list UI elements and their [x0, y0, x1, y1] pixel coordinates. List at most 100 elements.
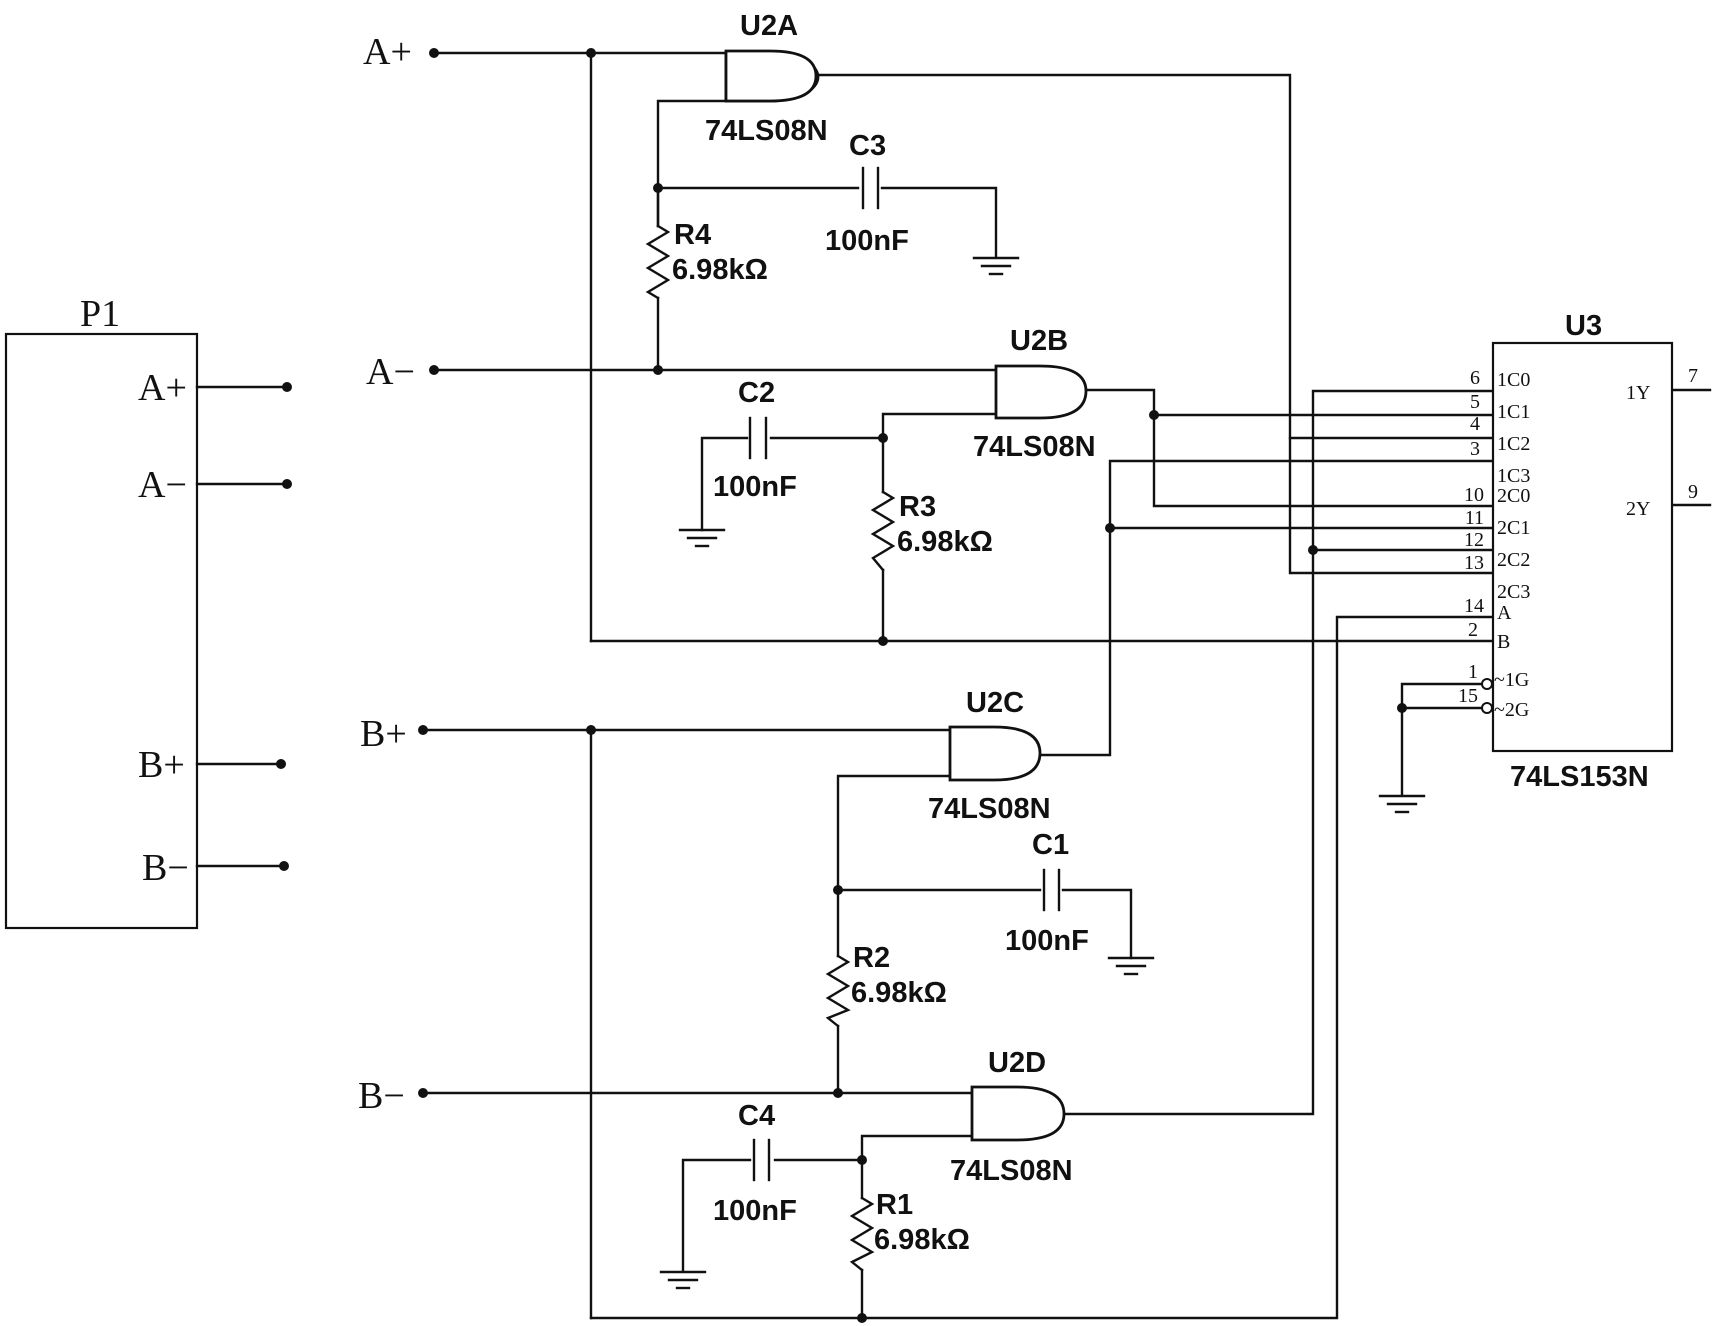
junction-dot — [653, 183, 663, 193]
junction-dot — [878, 636, 888, 646]
capacitor-value: 100nF — [1005, 925, 1089, 957]
mux-pin-name: 1C1 — [1497, 401, 1530, 423]
capacitor-ref: C2 — [738, 377, 775, 409]
ground-icon — [680, 530, 724, 546]
gate-ref: U2B — [1010, 325, 1068, 357]
ground-icon — [1109, 958, 1153, 974]
junction-dot — [653, 365, 663, 375]
mux-pin-name: 2C3 — [1497, 581, 1530, 603]
connector-pin-label: B− — [142, 847, 189, 889]
mux-pin-number: 13 — [1464, 552, 1484, 574]
mux-pin-name: 2C2 — [1497, 549, 1530, 571]
capacitor-ref: C3 — [849, 130, 886, 162]
mux-pin-name: 2C0 — [1497, 485, 1530, 507]
mux-pin-name: 1C0 — [1497, 369, 1530, 391]
mux-pin-name: 1C3 — [1497, 465, 1530, 487]
input-label-a-minus: A− — [366, 351, 415, 393]
mux-pin-number: 2 — [1468, 619, 1478, 641]
mux-pin-number: 6 — [1470, 367, 1480, 389]
connector-pin-label: B+ — [138, 744, 185, 786]
junction-dot — [833, 1088, 843, 1098]
capacitor-c4: C4 100nF — [713, 1100, 797, 1227]
mux-pin-number: 1 — [1468, 661, 1478, 683]
junction-dot — [833, 885, 843, 895]
mux-pin-number: 15 — [1458, 685, 1478, 707]
junction-dot — [586, 48, 596, 58]
connector-p1-label: P1 — [80, 293, 120, 335]
capacitor-ref: C4 — [738, 1100, 775, 1132]
resistor-r2: R2 6.98kΩ — [828, 942, 947, 1026]
capacitor-value: 100nF — [713, 471, 797, 503]
connector-pin-label: A− — [138, 464, 187, 506]
mux-pin-name: ~2G — [1494, 699, 1529, 721]
capacitor-c3: C3 100nF — [825, 130, 909, 257]
junction-dot — [857, 1155, 867, 1165]
connector-pin-terminal — [279, 861, 289, 871]
junction-dot — [1397, 703, 1407, 713]
resistor-r1: R1 6.98kΩ — [852, 1189, 970, 1270]
connector-pin-terminal — [276, 759, 286, 769]
connector-pin-terminal — [282, 479, 292, 489]
junction-dot — [1105, 523, 1115, 533]
gate-ref: U2D — [988, 1047, 1046, 1079]
mux-pin-name: 1C2 — [1497, 433, 1530, 455]
gate-part: 74LS08N — [928, 793, 1051, 825]
resistor-r4: R4 6.98kΩ — [648, 219, 768, 298]
junction-dot — [1149, 410, 1159, 420]
mux-pin-number: 12 — [1464, 529, 1484, 551]
mux-pin-name: 2C1 — [1497, 517, 1530, 539]
junction-dot — [878, 433, 888, 443]
ground-icon — [1380, 796, 1424, 812]
ground-icon — [974, 258, 1018, 274]
mux-pin-number: 5 — [1470, 391, 1480, 413]
mux-pin-number: 7 — [1688, 365, 1698, 387]
connector-pin-terminal — [282, 382, 292, 392]
capacitor-value: 100nF — [713, 1195, 797, 1227]
inverter-bubble — [1482, 679, 1492, 689]
and-gate-u2c: U2C 74LS08N — [928, 687, 1051, 825]
resistor-value: 6.98kΩ — [672, 254, 768, 286]
mux-pin-name: 1Y — [1626, 382, 1650, 404]
input-label-b-minus: B− — [358, 1075, 405, 1117]
junction-dot — [1308, 545, 1318, 555]
mux-pin-name: 2Y — [1626, 498, 1650, 520]
mux-u3: U3 74LS153N 6 1C0 5 1C1 4 1C2 3 1C3 10 2… — [1458, 310, 1698, 793]
mux-ref: U3 — [1565, 310, 1602, 342]
capacitor-ref: C1 — [1032, 829, 1069, 861]
gate-ref: U2C — [966, 687, 1024, 719]
ground-icon — [661, 1272, 705, 1288]
mux-pin-number: 9 — [1688, 481, 1698, 503]
resistor-value: 6.98kΩ — [874, 1224, 970, 1256]
mux-pin-number: 3 — [1470, 438, 1480, 460]
mux-pin-number: 10 — [1464, 484, 1484, 506]
and-gate-u2d: U2D 74LS08N — [950, 1047, 1073, 1187]
junction-dot — [586, 725, 596, 735]
resistor-ref: R2 — [853, 942, 890, 974]
resistor-ref: R3 — [899, 491, 936, 523]
connector-pin-label: A+ — [138, 367, 187, 409]
mux-pin-number: 4 — [1470, 413, 1480, 435]
input-label-b-plus: B+ — [360, 713, 407, 755]
gate-ref: U2A — [740, 10, 798, 42]
inverter-bubble — [1482, 703, 1492, 713]
capacitor-value: 100nF — [825, 225, 909, 257]
input-net-labels: A+ A− B+ B− — [358, 31, 439, 1117]
capacitor-c2: C2 100nF — [713, 377, 797, 503]
mux-pin-number: 14 — [1464, 595, 1484, 617]
mux-pin-number: 11 — [1465, 507, 1484, 529]
and-gate-u2b: U2B 74LS08N — [973, 325, 1096, 463]
resistor-ref: R4 — [674, 219, 711, 251]
and-gate-u2a: U2A 74LS08N — [705, 10, 828, 147]
junction-dot — [857, 1313, 867, 1323]
gate-part: 74LS08N — [705, 115, 828, 147]
mux-pin-name: ~1G — [1494, 669, 1529, 691]
mux-pin-name: A — [1497, 602, 1512, 624]
gate-part: 74LS08N — [950, 1155, 1073, 1187]
mux-pin-name: B — [1497, 631, 1510, 653]
mux-part: 74LS153N — [1510, 761, 1649, 793]
capacitor-c1: C1 100nF — [1005, 829, 1089, 957]
gate-part: 74LS08N — [973, 431, 1096, 463]
resistor-value: 6.98kΩ — [851, 977, 947, 1009]
resistor-r3: R3 6.98kΩ — [873, 491, 993, 570]
